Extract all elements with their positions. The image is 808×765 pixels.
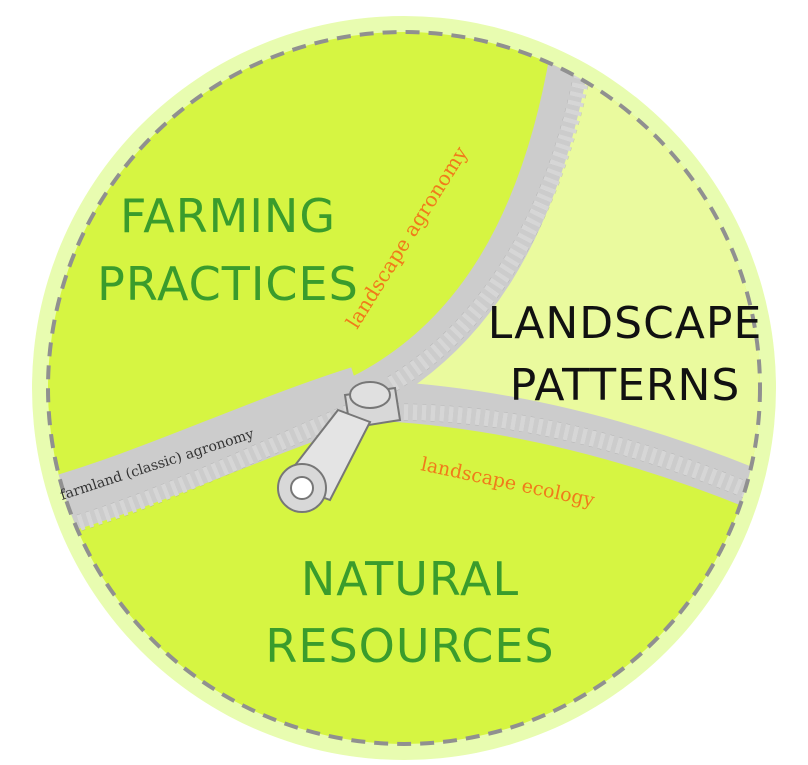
natural-title-line1: NATURAL: [301, 552, 519, 606]
farming-title-line1: FARMING: [120, 189, 336, 243]
zipper-tape-upper: [350, 51, 590, 413]
zipper-teeth-upper: [387, 73, 590, 391]
zipper-teeth-upper-outline: [387, 73, 591, 392]
zipper-teeth-right-outline: [394, 403, 760, 508]
farming-title-line2: PRACTICES: [97, 257, 359, 311]
dashed-border: [46, 30, 762, 746]
zipper-teeth-right: [394, 404, 760, 508]
zipper-pull-icon: [277, 381, 402, 513]
landscape-title-line1: LANDSCAPE: [488, 298, 763, 349]
zipper-tape-left: [48, 367, 369, 538]
landscape-title-line2: PATTERNS: [510, 360, 741, 411]
natural-title-line2: RESOURCES: [265, 619, 554, 673]
